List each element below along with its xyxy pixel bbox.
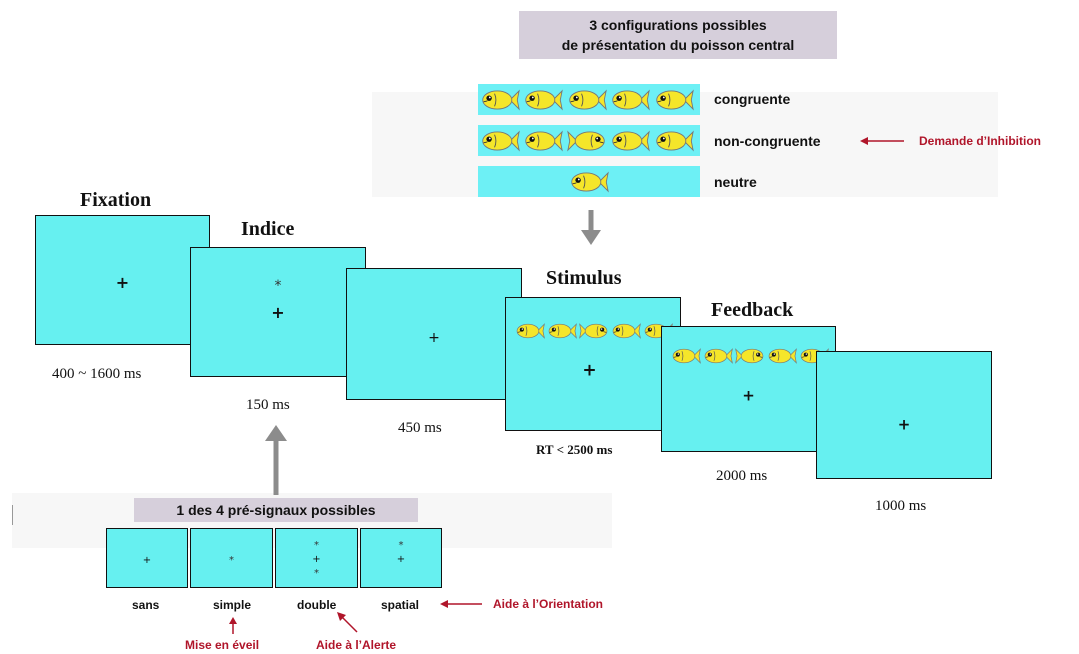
feedback-screen: + [661,326,836,452]
stimulus-screen: + [505,297,681,431]
orientation-arrow [440,600,482,608]
fish-left-icon [672,348,701,364]
presignal-sans: + [106,528,188,588]
fish-right-icon [735,348,764,364]
congruent-label: congruente [714,91,791,107]
alerte-arrow [337,612,358,633]
end-duration: 1000 ms [875,498,927,514]
presignal-double-star-bottom: * [314,568,319,580]
stimulus-title: Stimulus [546,267,622,289]
end-screen: + [816,351,992,479]
presignal-spatial-star: * [398,540,404,552]
presignals-divider [12,505,13,525]
presignal-simple-label: simple [213,598,252,612]
presignal-double-label: double [297,598,337,612]
fish-left-icon [704,348,733,364]
end-cross: + [897,415,911,434]
fish-left-icon [768,348,797,364]
indice-screen: * + [190,247,366,377]
presignal-simple: * [190,528,273,588]
incongruent-strip [478,125,700,156]
incongruent-label: non-congruente [714,133,821,149]
fish-left-icon [612,89,651,110]
fish-left-icon [516,323,545,339]
presignals-title: 1 des 4 pré-signaux possibles [134,498,418,522]
configurations-title: 3 configurations possibles de présentati… [519,11,837,59]
feedback-cross: + [742,386,755,405]
neutral-label: neutre [714,174,757,190]
stimulus-duration: RT < 2500 ms [536,442,613,457]
fish-left-icon [612,323,641,339]
fixation-duration: 400 ~ 1600 ms [52,366,142,382]
presignal-double-star-top: * [314,540,319,552]
indice-cue-star: * [274,278,282,295]
fish-left-icon [569,89,607,110]
stimulus-fish-row [514,322,673,340]
down-arrow [581,210,601,245]
indice-duration: 150 ms [246,397,290,413]
configurations-title-line1: 3 configurations possibles [589,17,767,33]
delay-duration: 450 ms [398,420,442,436]
configurations-title-line2: de présentation du poisson central [561,37,795,53]
indice-title: Indice [241,218,295,240]
stimulus-cross: + [582,360,597,381]
indice-cross: + [271,303,285,323]
fixation-cross: + [115,272,130,292]
eveil-note: Mise en éveil [185,638,260,652]
fish-left-icon [656,130,694,151]
fish-left-icon [482,89,520,110]
orientation-note: Aide à l’Orientation [493,597,604,611]
presignal-double-cross: + [312,554,321,566]
presignal-sans-label: sans [132,598,160,612]
fish-right-icon [566,130,605,151]
alerte-note: Aide à l’Alerte [316,638,397,652]
presignal-simple-content: * [229,554,234,566]
fish-left-icon [548,323,577,339]
feedback-fish-row [670,347,829,365]
presignal-sans-content: + [142,554,152,566]
inhibition-note: Demande d’Inhibition [919,134,1041,148]
fish-left-icon [571,171,609,192]
fish-left-icon [525,130,564,151]
delay-screen: + [346,268,522,400]
fish-left-icon [656,89,694,110]
presignal-spatial-label: spatial [381,598,420,612]
eveil-arrow [229,617,237,634]
feedback-duration: 2000 ms [716,468,768,484]
fixation-screen: + [35,215,210,345]
inhibition-arrow [860,137,904,145]
presignal-double: * + * [275,528,358,588]
delay-cross: + [428,329,440,346]
presignal-spatial: * + [360,528,442,588]
fixation-title: Fixation [80,189,152,211]
fish-left-icon [482,130,520,151]
presignal-spatial-cross: + [396,554,406,566]
fish-left-icon [525,89,564,110]
fish-right-icon [579,323,608,339]
neutral-strip [478,166,700,197]
fish-left-icon [612,130,651,151]
congruent-strip [478,84,700,115]
up-arrow [265,425,287,495]
feedback-title: Feedback [711,299,794,321]
